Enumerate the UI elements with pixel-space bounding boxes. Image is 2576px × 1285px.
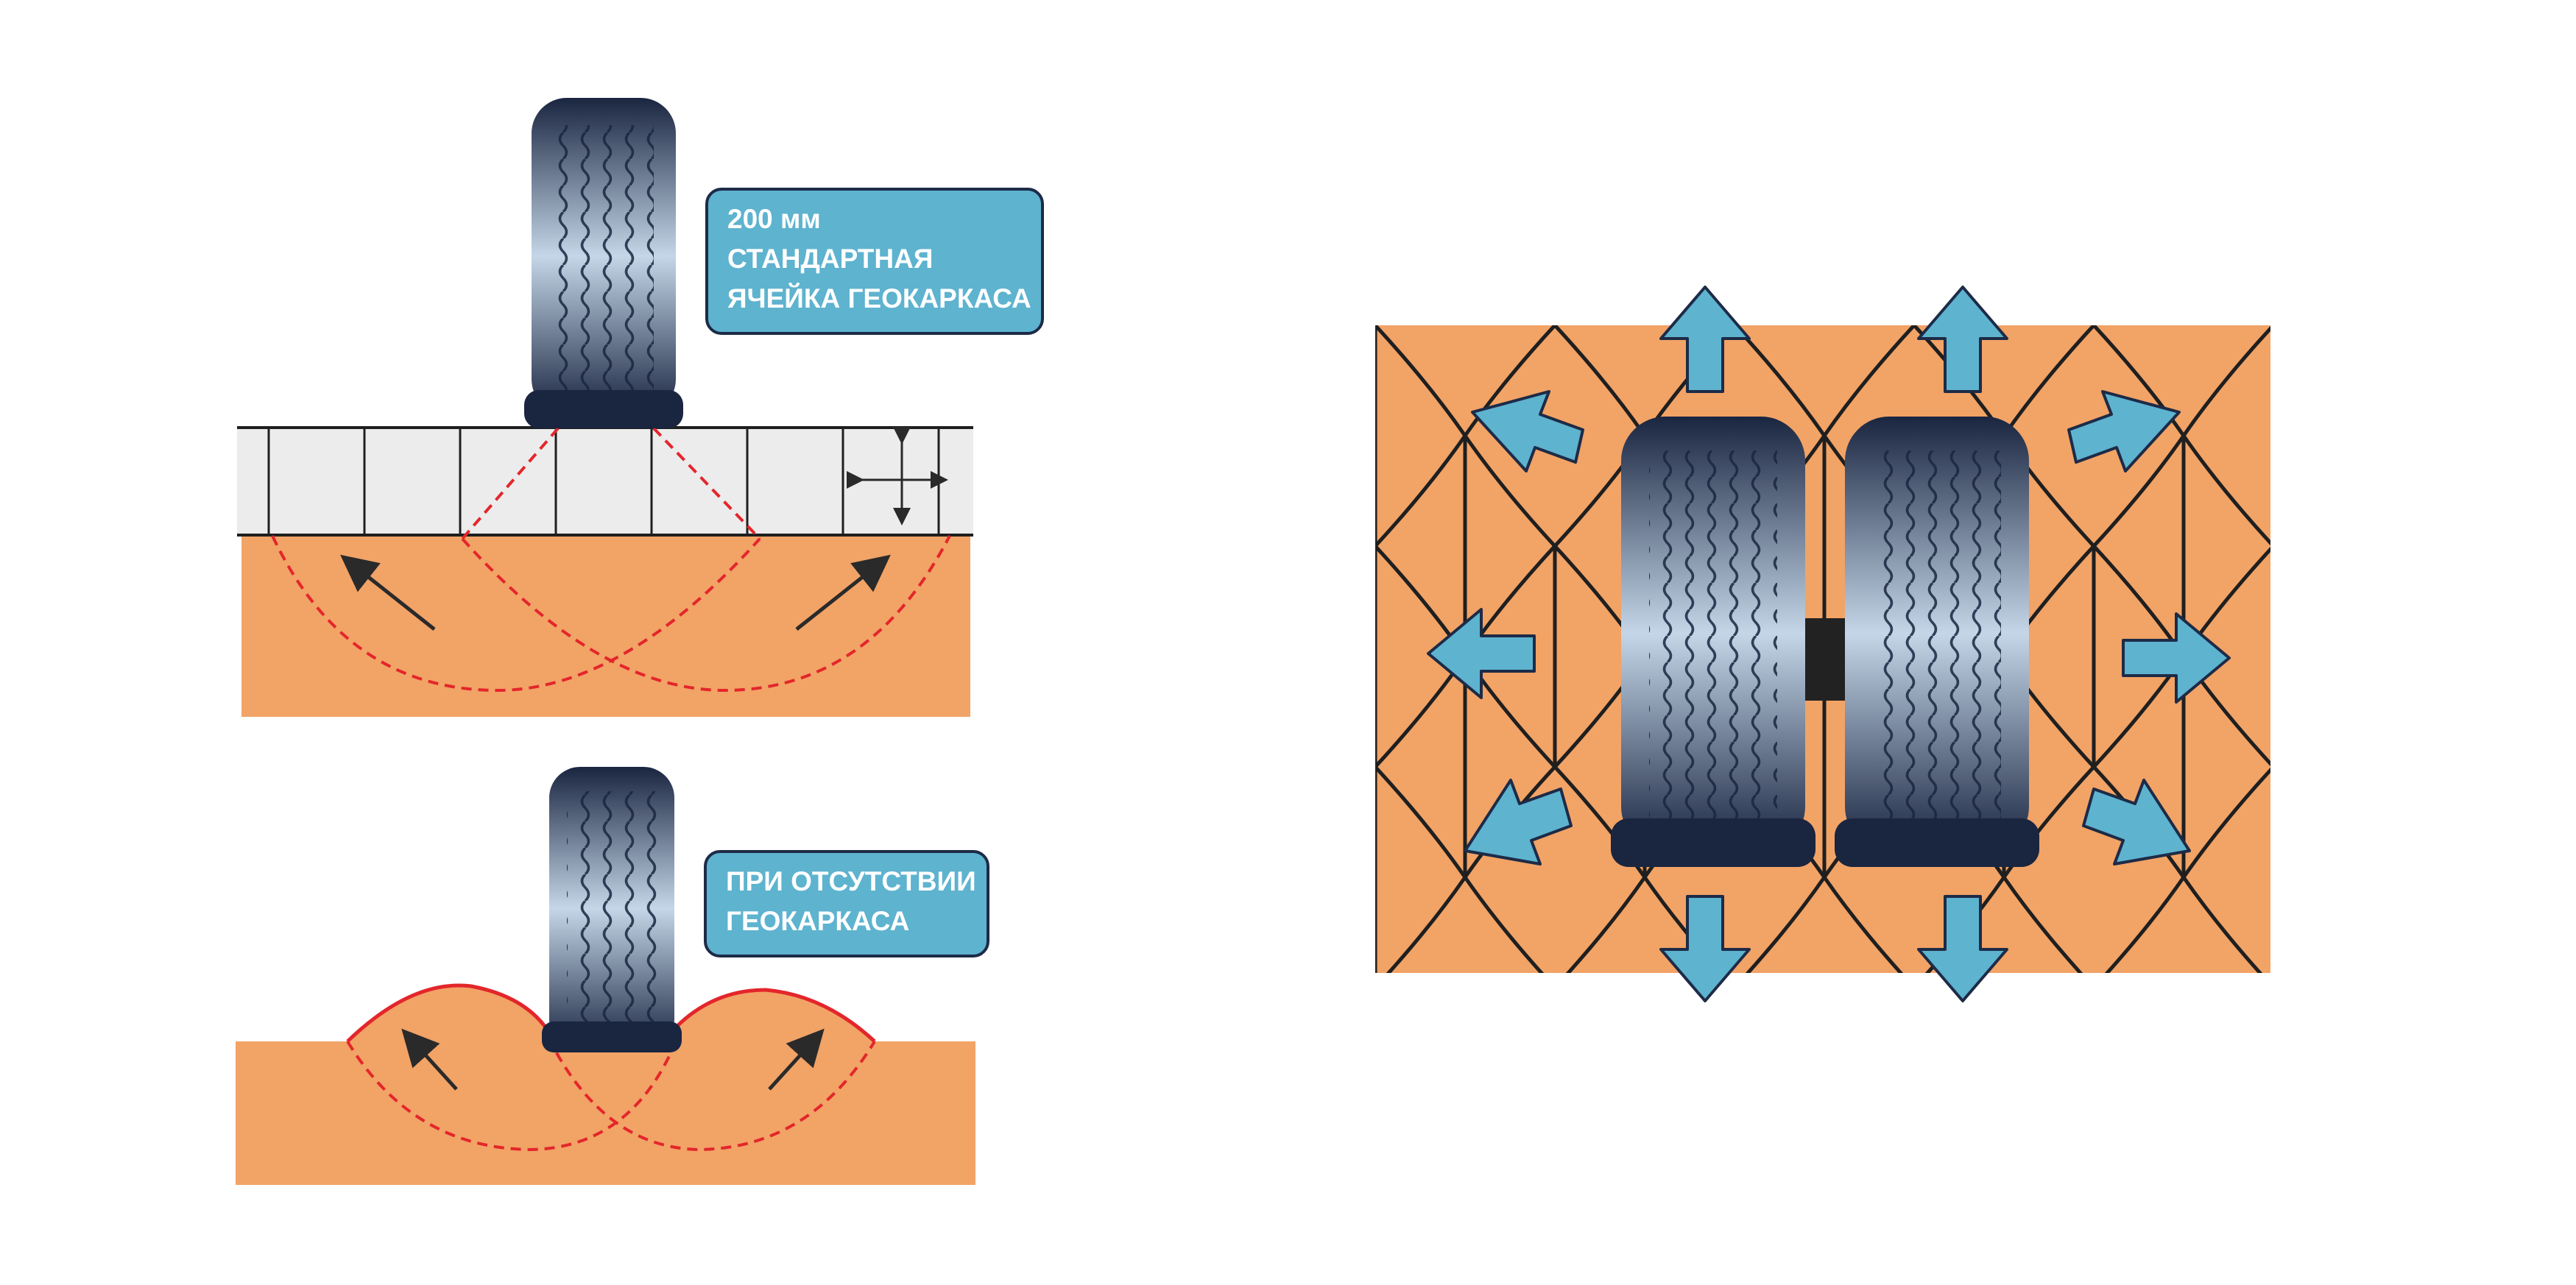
arrow-icon bbox=[2122, 612, 2231, 704]
tire-icon bbox=[1835, 417, 2039, 867]
arrow-icon bbox=[1471, 390, 1584, 472]
no-geocell-label: ПРИ ОТСУТСТВИИ ГЕОКАРКАСА bbox=[704, 850, 989, 957]
geocell-label-line-3: ЯЧЕЙКА ГЕОКАРКАСА bbox=[727, 283, 1031, 314]
arrow-icon bbox=[2067, 390, 2181, 472]
arrow-icon bbox=[768, 1028, 825, 1091]
arrow-icon bbox=[1427, 608, 1536, 699]
heave-outline bbox=[346, 983, 876, 1043]
arrow-icon bbox=[401, 1028, 458, 1091]
geocell-layer bbox=[237, 427, 973, 536]
stress-distribution-lines bbox=[271, 427, 951, 693]
arrow-icon bbox=[2082, 779, 2191, 865]
tire-icon bbox=[542, 767, 682, 1052]
arrow-icon bbox=[1917, 895, 2008, 1002]
bidirectional-cross-icon bbox=[847, 427, 948, 525]
geocell-label-line-2: СТАНДАРТНАЯ bbox=[727, 244, 934, 274]
tire-icon bbox=[1611, 417, 1815, 867]
geocell-walls bbox=[267, 428, 940, 535]
tire-icon bbox=[524, 98, 683, 428]
geocell-label-line-1: 200 мм bbox=[727, 204, 821, 234]
arrow-icon bbox=[1464, 779, 1573, 865]
arrow-icon bbox=[1917, 286, 2008, 393]
geocell-label: 200 мм СТАНДАРТНАЯ ЯЧЕЙКА ГЕОКАРКАСА bbox=[705, 188, 1044, 335]
bottom-panel bbox=[236, 767, 975, 1185]
no-geocell-label-line-1: ПРИ ОТСУТСТВИИ bbox=[726, 866, 976, 896]
arrow-icon bbox=[1659, 286, 1751, 393]
top-panel bbox=[237, 98, 973, 717]
arrow-icon bbox=[1659, 895, 1751, 1002]
arrow-icon bbox=[795, 554, 891, 631]
no-geocell-label-line-2: ГЕОКАРКАСА bbox=[726, 906, 910, 936]
axle-connector bbox=[1802, 618, 1848, 701]
right-panel bbox=[1375, 286, 2270, 1002]
stress-distribution-lines bbox=[346, 1037, 876, 1152]
arrow-icon bbox=[340, 554, 436, 631]
load-spread-arrows bbox=[1427, 286, 2231, 1002]
